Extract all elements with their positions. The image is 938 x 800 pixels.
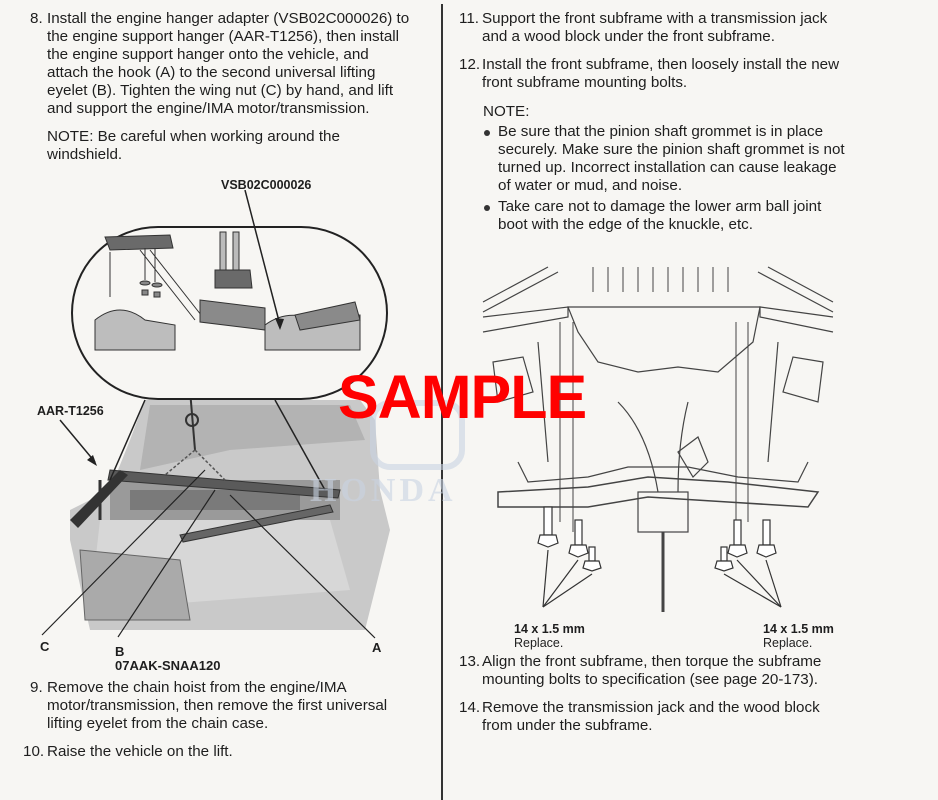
step-12-note-label: NOTE: bbox=[483, 103, 530, 120]
step-14: 14. Remove the transmission jack and the… bbox=[459, 699, 929, 735]
bullet-line: of water or mud, and noise. bbox=[498, 177, 683, 194]
bolt-spec-left: 14 x 1.5 mm Replace. bbox=[514, 622, 585, 650]
label-a-hook: A bbox=[372, 640, 382, 655]
step-text-line: Install the engine hanger adapter (VSB02… bbox=[47, 10, 410, 27]
bullet-line: boot with the edge of the knuckle, etc. bbox=[498, 216, 753, 233]
step-number: 8. bbox=[30, 10, 43, 27]
step-number: 14. bbox=[459, 699, 481, 716]
step-8: 8. Install the engine hanger adapter (VS… bbox=[30, 10, 430, 118]
step-text-line: Support the front subframe with a transm… bbox=[482, 10, 828, 27]
honda-logo-icon bbox=[370, 400, 465, 470]
bullet-line: turned up. Incorrect installation can ca… bbox=[498, 159, 837, 176]
engine-hanger-illustration bbox=[41, 190, 390, 639]
note-bullet: Be sure that the pinion shaft grommet is… bbox=[484, 123, 924, 195]
step-text-line: the engine support hanger (AAR-T1256), t… bbox=[47, 28, 400, 45]
step-number: 11. bbox=[459, 10, 479, 27]
step-11: 11. Support the front subframe with a tr… bbox=[459, 10, 929, 46]
label-c-wing-nut: C bbox=[40, 639, 50, 654]
step-9: 9. Remove the chain hoist from the engin… bbox=[30, 679, 430, 733]
step-text-line: front subframe mounting bolts. bbox=[482, 74, 688, 91]
subframe-illustration bbox=[482, 266, 834, 612]
bullet-line: securely. Make sure the pinion shaft gro… bbox=[498, 141, 845, 158]
step-number: 13. bbox=[459, 653, 481, 670]
step-text-line: mounting bolts to specification (see pag… bbox=[482, 671, 819, 688]
step-text-line: Raise the vehicle on the lift. bbox=[47, 743, 233, 760]
step-12: 12. Install the front subframe, then loo… bbox=[459, 56, 929, 92]
step-13: 13. Align the front subframe, then torqu… bbox=[459, 653, 929, 689]
note-line: NOTE: Be careful when working around the bbox=[47, 128, 340, 145]
step-8-note: NOTE: Be careful when working around the… bbox=[47, 128, 340, 164]
step-text-line: Install the front subframe, then loosely… bbox=[482, 56, 840, 73]
bullet-dot bbox=[484, 130, 490, 136]
step-text-line: and support the engine/IMA motor/transmi… bbox=[47, 100, 370, 117]
step-text-line: attach the hook (A) to the second univer… bbox=[47, 64, 376, 81]
honda-watermark-text: HONDA bbox=[310, 472, 457, 509]
step-text-line: motor/transmission, then remove the firs… bbox=[47, 697, 388, 714]
step-text-line: the engine support hanger onto the vehic… bbox=[47, 46, 369, 63]
step-number: 9. bbox=[30, 679, 43, 696]
bolt-size: 14 x 1.5 mm bbox=[763, 622, 834, 636]
label-b-eyelet: B bbox=[115, 644, 125, 659]
step-text-line: Remove the transmission jack and the woo… bbox=[482, 699, 820, 716]
step-text-line: Remove the chain hoist from the engine/I… bbox=[47, 679, 347, 696]
step-text-line: Align the front subframe, then torque th… bbox=[482, 653, 822, 670]
note-line: windshield. bbox=[47, 146, 123, 163]
callout-hanger-part: AAR-T1256 bbox=[37, 404, 104, 418]
bolt-note: Replace. bbox=[514, 636, 564, 650]
bolt-spec-right: 14 x 1.5 mm Replace. bbox=[763, 622, 834, 650]
sample-watermark: SAMPLE bbox=[338, 363, 587, 431]
bullet-dot bbox=[484, 205, 490, 211]
bolt-size: 14 x 1.5 mm bbox=[514, 622, 585, 636]
step-10: 10. Raise the vehicle on the lift. bbox=[23, 743, 423, 761]
step-text-line: from under the subframe. bbox=[482, 717, 653, 734]
step-text-line: eyelet (B). Tighten the wing nut (C) by … bbox=[47, 82, 394, 99]
bullet-line: Be sure that the pinion shaft grommet is… bbox=[498, 123, 824, 140]
step-text-line: and a wood block under the front subfram… bbox=[482, 28, 775, 45]
bolt-note: Replace. bbox=[763, 636, 813, 650]
callout-adapter-part: VSB02C000026 bbox=[221, 178, 312, 192]
step-number: 10. bbox=[23, 743, 45, 760]
note-bullet: Take care not to damage the lower arm ba… bbox=[484, 198, 924, 234]
bullet-line: Take care not to damage the lower arm ba… bbox=[498, 198, 822, 215]
step-number: 12. bbox=[459, 56, 481, 73]
label-b-part-number: 07AAK-SNAA120 bbox=[115, 658, 221, 673]
step-text-line: lifting eyelet from the chain case. bbox=[47, 715, 269, 732]
